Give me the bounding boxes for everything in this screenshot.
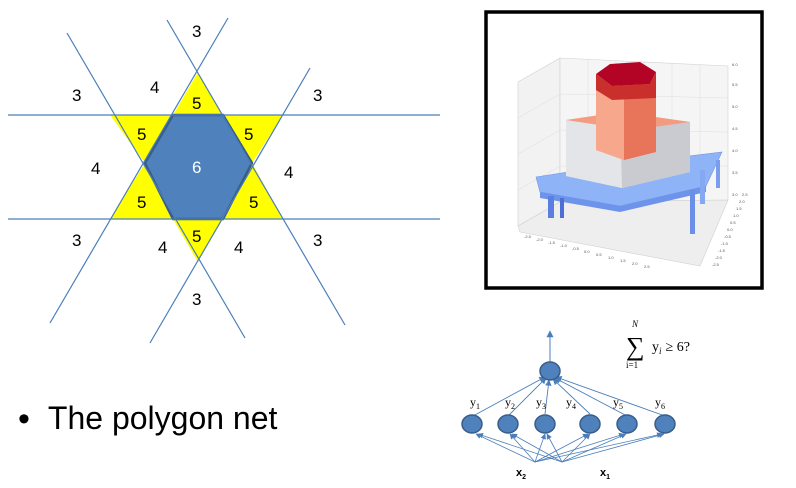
- hidden-node-2: [497, 414, 519, 434]
- neural-net: y1 y2 y3 y4 y5 y6 x2 x1 N ∑ i=1 yi≥ 6?: [461, 319, 690, 481]
- svg-text:-2.0: -2.0: [536, 237, 544, 242]
- hidden-label-3: y3: [536, 395, 546, 411]
- hidden-node-6: [654, 414, 676, 434]
- triangle-top: [173, 72, 223, 115]
- label-tri-lower-right: 5: [249, 193, 258, 212]
- label-bottom: 3: [192, 290, 201, 309]
- svg-text:-1.5: -1.5: [548, 240, 556, 245]
- svg-text:-1.5: -1.5: [718, 248, 726, 253]
- triangle-lower-right: [223, 163, 283, 219]
- label-lower-left-outer: 3: [72, 231, 81, 250]
- input-labels: x2 x1: [516, 467, 610, 481]
- plot-x-ticks: -2.5 -2.0 -1.5 -1.0 -0.5 0.0 0.5 1.0 1.5…: [524, 234, 650, 269]
- edges-input-to-hidden: [475, 432, 665, 463]
- plot-z-ticks: 3.0 3.5 4.0 4.5 5.0 5.5 6.0: [732, 62, 738, 197]
- label-tri-top: 5: [192, 94, 201, 113]
- label-lower-left-mid: 4: [158, 238, 167, 257]
- triangle-upper-right: [223, 115, 283, 163]
- svg-text:1.0: 1.0: [733, 213, 739, 218]
- svg-text:0.5: 0.5: [596, 252, 602, 257]
- svg-text:-2.5: -2.5: [712, 262, 720, 267]
- formula-upper-limit: N: [631, 319, 639, 329]
- region-labels: 3 3 3 3 3 3 4 4 4 4 4 5 5 5 5 5 5 6: [72, 22, 322, 309]
- svg-text:-2.5: -2.5: [524, 234, 532, 239]
- hexagon-diagram: 3 3 3 3 3 3 4 4 4 4 4 5 5 5 5 5 5 6: [8, 17, 440, 344]
- surface-plot: -2.5 -2.0 -1.5 -1.0 -0.5 0.0 0.5 1.0 1.5…: [484, 10, 764, 290]
- formula-term: yi≥ 6?: [652, 340, 690, 356]
- svg-text:6.0: 6.0: [732, 62, 738, 67]
- bullet-item: • The polygon net: [18, 400, 277, 437]
- hidden-node-3: [534, 414, 556, 434]
- hidden-label-4: y4: [566, 395, 576, 411]
- hidden-node-5: [616, 414, 638, 434]
- svg-text:5.5: 5.5: [732, 82, 738, 87]
- label-center: 6: [192, 158, 201, 177]
- svg-text:-1.0: -1.0: [721, 241, 729, 246]
- label-tri-upper-left: 5: [137, 125, 146, 144]
- formula-sigma: ∑: [626, 332, 645, 361]
- svg-text:4.5: 4.5: [732, 126, 738, 131]
- svg-text:1.5: 1.5: [620, 258, 626, 263]
- plot-y-ticks: -2.5 -2.0 -1.5 -1.0 -0.5 0.0 0.5 1.0 1.5…: [712, 192, 748, 267]
- label-right-mid: 4: [284, 163, 293, 182]
- svg-text:-0.5: -0.5: [724, 234, 732, 239]
- triangle-lower-left: [110, 163, 173, 219]
- diagram-lines: [8, 17, 440, 344]
- input-label-x1: x1: [600, 467, 610, 481]
- svg-text:1.5: 1.5: [736, 206, 742, 211]
- formula-lower-limit: i=1: [626, 360, 638, 370]
- sum-formula: N ∑ i=1 yi≥ 6?: [626, 319, 690, 370]
- bullet-marker: •: [18, 399, 30, 438]
- svg-text:-1.0: -1.0: [560, 243, 568, 248]
- svg-text:-0.5: -0.5: [572, 246, 580, 251]
- label-tri-lower-left: 5: [137, 193, 146, 212]
- label-tri-upper-right: 5: [244, 125, 253, 144]
- hidden-node-1: [461, 414, 483, 434]
- bullet-text: The polygon net: [47, 400, 278, 436]
- label-lower-right-mid: 4: [234, 238, 243, 257]
- line-diagonal-3: [49, 17, 229, 324]
- hidden-node-4: [579, 414, 601, 434]
- svg-text:2.5: 2.5: [644, 264, 650, 269]
- svg-text:4.0: 4.0: [732, 148, 738, 153]
- edges-hidden-to-output: [472, 375, 666, 417]
- triangle-upper-left: [110, 115, 173, 163]
- svg-text:3.5: 3.5: [732, 170, 738, 175]
- input-label-x2: x2: [516, 467, 526, 481]
- svg-text:2.5: 2.5: [742, 192, 748, 197]
- svg-text:-2.0: -2.0: [715, 255, 723, 260]
- hidden-nodes: [461, 414, 676, 434]
- label-upper-left-outer: 3: [72, 86, 81, 105]
- label-upper-right-outer: 3: [313, 86, 322, 105]
- triangle-regions: [110, 72, 283, 262]
- surface-top-level: [596, 62, 656, 100]
- label-left-mid: 4: [91, 159, 100, 178]
- line-diagonal-1: [66, 32, 246, 339]
- label-top: 3: [192, 22, 201, 41]
- label-tri-bottom: 5: [192, 227, 201, 246]
- svg-text:2.0: 2.0: [739, 199, 745, 204]
- hidden-label-5: y5: [613, 395, 623, 411]
- svg-text:3.0: 3.0: [732, 192, 738, 197]
- triangle-bottom: [173, 219, 223, 262]
- svg-text:0.5: 0.5: [730, 220, 736, 225]
- hidden-label-2: y2: [505, 395, 515, 411]
- label-upper-left-mid: 4: [150, 78, 159, 97]
- hidden-label-6: y6: [655, 395, 665, 411]
- svg-text:1.0: 1.0: [608, 255, 614, 260]
- output-node: [539, 361, 561, 381]
- svg-text:5.0: 5.0: [732, 104, 738, 109]
- svg-text:0.0: 0.0: [727, 227, 733, 232]
- line-diagonal-4: [149, 67, 311, 344]
- svg-text:2.0: 2.0: [632, 261, 638, 266]
- svg-text:0.0: 0.0: [584, 249, 590, 254]
- label-lower-right-outer: 3: [313, 231, 322, 250]
- hidden-labels: y1 y2 y3 y4 y5 y6: [470, 395, 665, 411]
- hidden-label-1: y1: [470, 395, 480, 411]
